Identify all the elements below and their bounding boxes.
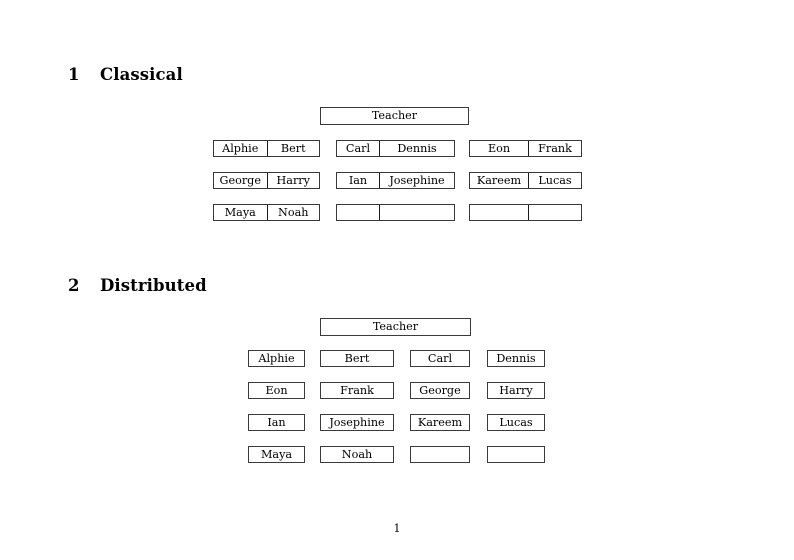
student-cell: Josephine bbox=[389, 173, 445, 187]
student-box: Frank bbox=[320, 382, 394, 399]
student-box: George bbox=[410, 382, 470, 399]
student-box: Noah bbox=[320, 446, 394, 463]
teacher-label: Teacher bbox=[372, 320, 419, 334]
student-cell: Lucas bbox=[538, 173, 572, 187]
section-title: Distributed bbox=[100, 276, 207, 295]
teacher-box-distributed: Teacher bbox=[320, 318, 471, 336]
student-box: Alphie bbox=[248, 350, 305, 367]
student-pair-box: George Harry bbox=[213, 172, 320, 189]
section-number: 2 bbox=[68, 276, 80, 295]
teacher-label: Teacher bbox=[371, 109, 418, 123]
section-number: 1 bbox=[68, 65, 80, 84]
student-pair-box-empty bbox=[469, 204, 582, 221]
student-cell bbox=[470, 205, 529, 220]
student-cell: Kareem bbox=[470, 173, 529, 188]
student-box-empty bbox=[410, 446, 470, 463]
student-pair-box: Carl Dennis bbox=[336, 140, 455, 157]
student-box: Kareem bbox=[410, 414, 470, 431]
student-pair-box-empty bbox=[336, 204, 455, 221]
student-pair-box: Eon Frank bbox=[469, 140, 582, 157]
student-cell: Alphie bbox=[214, 141, 268, 156]
student-pair-box: Kareem Lucas bbox=[469, 172, 582, 189]
student-cell: Harry bbox=[276, 173, 310, 187]
student-cell bbox=[529, 205, 581, 220]
student-box: Lucas bbox=[487, 414, 545, 431]
student-pair-box: Alphie Bert bbox=[213, 140, 320, 157]
student-box: Eon bbox=[248, 382, 305, 399]
student-cell bbox=[337, 205, 380, 220]
student-box-empty bbox=[487, 446, 545, 463]
student-cell: George bbox=[214, 173, 268, 188]
student-pair-box: Maya Noah bbox=[213, 204, 320, 221]
student-cell: Bert bbox=[280, 141, 306, 155]
student-cell: Frank bbox=[538, 141, 572, 155]
student-box: Bert bbox=[320, 350, 394, 367]
student-box: Dennis bbox=[487, 350, 545, 367]
student-pair-box: Ian Josephine bbox=[336, 172, 455, 189]
student-box: Maya bbox=[248, 446, 305, 463]
student-cell: Eon bbox=[470, 141, 529, 156]
student-cell: Ian bbox=[337, 173, 380, 188]
page-number: 1 bbox=[393, 522, 401, 535]
student-box: Josephine bbox=[320, 414, 394, 431]
section-title: Classical bbox=[100, 65, 183, 84]
student-cell: Noah bbox=[278, 205, 309, 219]
teacher-box-classical: Teacher bbox=[320, 107, 469, 125]
student-cell: Maya bbox=[214, 205, 268, 220]
student-box: Carl bbox=[410, 350, 470, 367]
student-box: Harry bbox=[487, 382, 545, 399]
student-cell bbox=[380, 205, 454, 220]
student-cell: Carl bbox=[337, 141, 380, 156]
student-box: Ian bbox=[248, 414, 305, 431]
student-cell: Dennis bbox=[397, 141, 437, 155]
